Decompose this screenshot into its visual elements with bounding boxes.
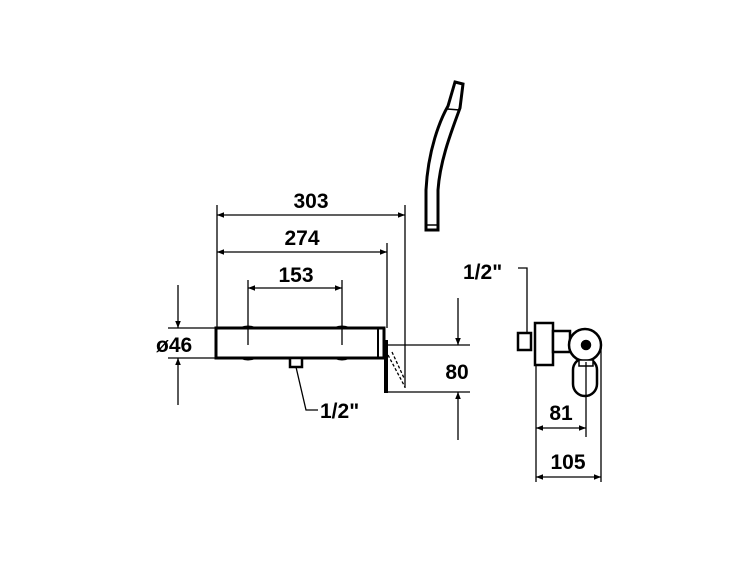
shower-head-joint: [446, 108, 461, 111]
mixer-side-view: [516, 321, 603, 398]
thread-label-side: 1/2": [463, 261, 502, 284]
dim-label-274: 274: [284, 227, 319, 250]
dim-label-81: 81: [549, 402, 573, 425]
dim-label-153: 153: [278, 264, 313, 287]
dim-label-303: 303: [293, 190, 328, 213]
hand-shower: [424, 80, 465, 232]
dim-label-80: 80: [445, 361, 468, 384]
mixer-front-view: [214, 325, 406, 393]
dim-label-diameter: ø46: [156, 334, 192, 357]
dim-label-105: 105: [550, 451, 585, 474]
thread-label-front: 1/2": [320, 400, 359, 423]
